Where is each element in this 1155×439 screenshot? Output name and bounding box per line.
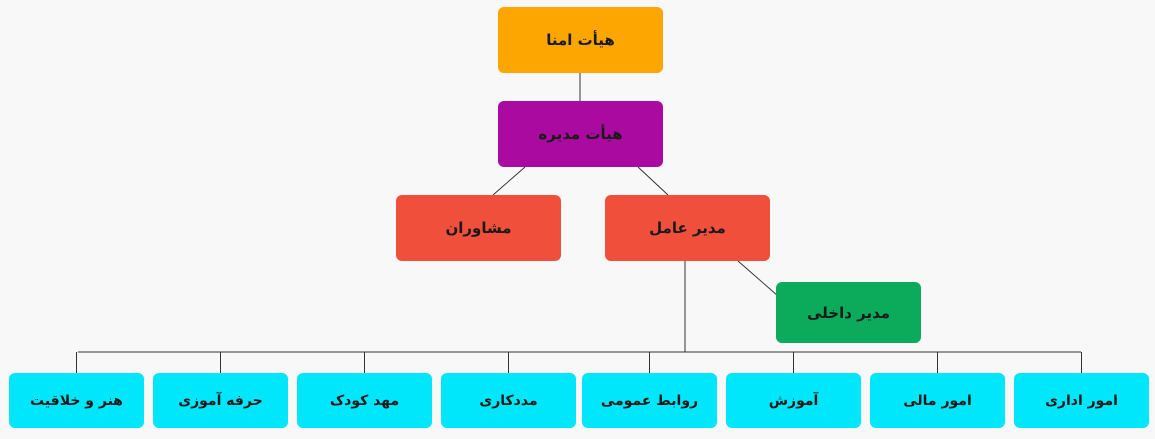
dept-art-creativity[interactable]: هنر و خلاقیت	[9, 373, 144, 428]
line-board-ceo	[637, 166, 669, 196]
dept-finance[interactable]: امور مالی	[870, 373, 1005, 428]
node-internal-manager[interactable]: مدیر داخلی	[776, 282, 921, 343]
node-ceo[interactable]: مدیر عامل	[605, 195, 770, 261]
dept-education[interactable]: آموزش	[726, 373, 861, 428]
node-advisors[interactable]: مشاوران	[396, 195, 561, 261]
dept-public-relations[interactable]: روابط عمومی	[582, 373, 717, 428]
node-board-of-directors[interactable]: هیأت مدیره	[498, 101, 663, 167]
dept-social-work[interactable]: مددکاری	[441, 373, 576, 428]
line-ceo-internal	[737, 260, 779, 297]
dept-administrative[interactable]: امور اداری	[1014, 373, 1149, 428]
dept-kindergarten[interactable]: مهد کودک	[297, 373, 432, 428]
department-drops	[76, 352, 1082, 373]
dept-vocational-training[interactable]: حرفه آموزی	[153, 373, 288, 428]
line-board-advisors	[492, 166, 526, 196]
node-trustees[interactable]: هیأت امنا	[498, 7, 663, 73]
